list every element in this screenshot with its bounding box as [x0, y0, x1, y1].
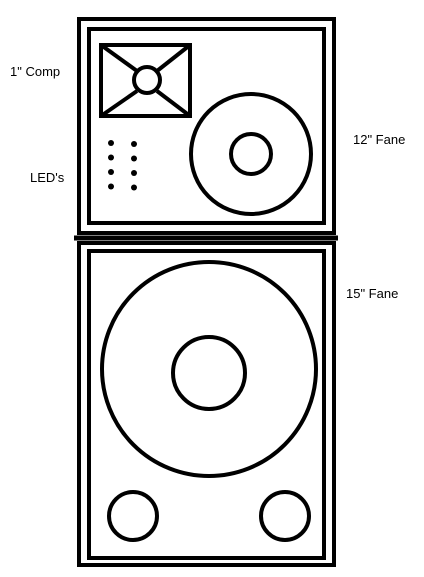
led-dot: [131, 155, 137, 162]
mid-woofer-label: 12" Fane: [353, 132, 405, 147]
mid-woofer-cone: [189, 92, 313, 216]
bottom-cabinet: [77, 241, 336, 567]
top-cabinet-outer-frame: [77, 17, 336, 235]
bass-ports: [107, 490, 311, 542]
horn-flare-line: [99, 43, 139, 73]
bass-woofer-label: 15" Fane: [346, 286, 398, 301]
compression-driver-horn: [99, 43, 192, 118]
left-port: [107, 490, 159, 542]
mid-woofer: [189, 92, 313, 216]
mid-woofer-dustcap: [229, 132, 273, 176]
bottom-cabinet-inner-frame: [87, 249, 326, 560]
horn-throat: [132, 65, 162, 95]
led-dot: [131, 170, 137, 176]
led-dot: [108, 169, 114, 175]
bass-woofer-dustcap: [171, 335, 247, 411]
horn-flare-line: [99, 89, 139, 118]
horn-mouth-outline: [99, 43, 192, 118]
right-port: [259, 490, 311, 542]
bottom-cabinet-outer-frame: [77, 241, 336, 567]
led-dot: [108, 154, 114, 161]
led-array: [108, 140, 137, 191]
top-cabinet: [77, 17, 336, 235]
bass-woofer-cone: [100, 260, 318, 478]
compression-driver-label: 1" Comp: [10, 64, 60, 79]
led-dot: [131, 141, 137, 147]
led-dot: [131, 184, 137, 191]
leds-label: LED's: [30, 170, 65, 185]
bass-woofer: [100, 260, 318, 478]
horn-flare-line: [155, 89, 192, 118]
horn-flare-line: [155, 43, 192, 73]
top-cabinet-inner-frame: [87, 27, 326, 225]
led-dot: [108, 140, 114, 146]
led-dot: [108, 183, 114, 190]
